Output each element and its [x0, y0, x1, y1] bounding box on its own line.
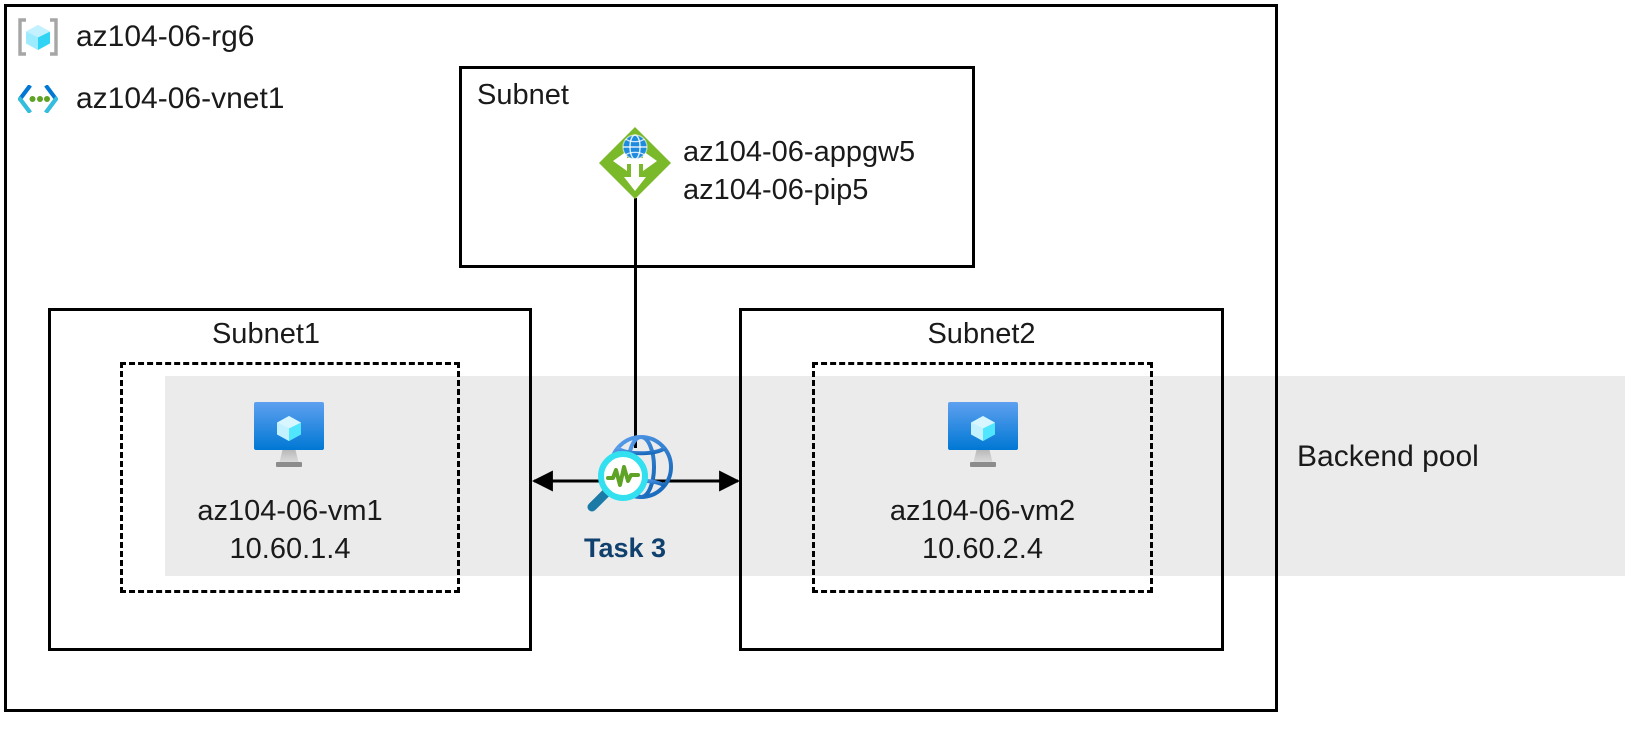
vm1-name: az104-06-vm1: [197, 495, 383, 527]
resource-group-legend: az104-06-rg6: [18, 18, 254, 56]
virtual-machine-icon: [942, 396, 1024, 472]
gateway-subnet-title: Subnet: [477, 79, 569, 111]
vnet-label: az104-06-vnet1: [76, 82, 285, 115]
gateway-subnet-box: [459, 66, 975, 268]
backend-pool-label: Backend pool: [1297, 440, 1479, 473]
subnet2-title: Subnet2: [927, 318, 1036, 350]
subnet1-title: Subnet1: [211, 318, 321, 350]
subnet1-vm-caption: az104-06-vm1 10.60.1.4: [120, 492, 460, 568]
subnet2-vm-caption: az104-06-vm2 10.60.2.4: [812, 492, 1153, 568]
gateway-to-probe-line: [634, 198, 637, 448]
virtual-machine-icon: [248, 396, 330, 472]
application-gateway-icon: [597, 125, 673, 201]
subnet2-vm-group: [812, 362, 1153, 593]
vm1-ip: 10.60.1.4: [229, 533, 351, 565]
task-label: Task 3: [583, 533, 667, 563]
vm2-name: az104-06-vm2: [889, 495, 1076, 527]
gateway-labels: az104-06-appgw5 az104-06-pip5: [683, 133, 915, 209]
gateway-public-ip: az104-06-pip5: [683, 174, 869, 206]
vnet-legend: az104-06-vnet1: [17, 82, 285, 116]
network-watcher-globe-magnifier-icon: [578, 425, 678, 525]
resource-group-label: az104-06-rg6: [76, 20, 255, 53]
resource-group-cube-icon: [18, 18, 58, 56]
backend-pool-band: [165, 376, 1625, 576]
resource-group-boundary: [4, 4, 1278, 712]
vm2-ip: 10.60.2.4: [922, 533, 1043, 565]
gateway-name: az104-06-appgw5: [683, 136, 916, 168]
subnet2-box: [739, 308, 1224, 651]
subnet1-box: [48, 308, 532, 651]
subnet1-vm-group: [120, 362, 460, 593]
virtual-network-icon: [17, 84, 59, 114]
